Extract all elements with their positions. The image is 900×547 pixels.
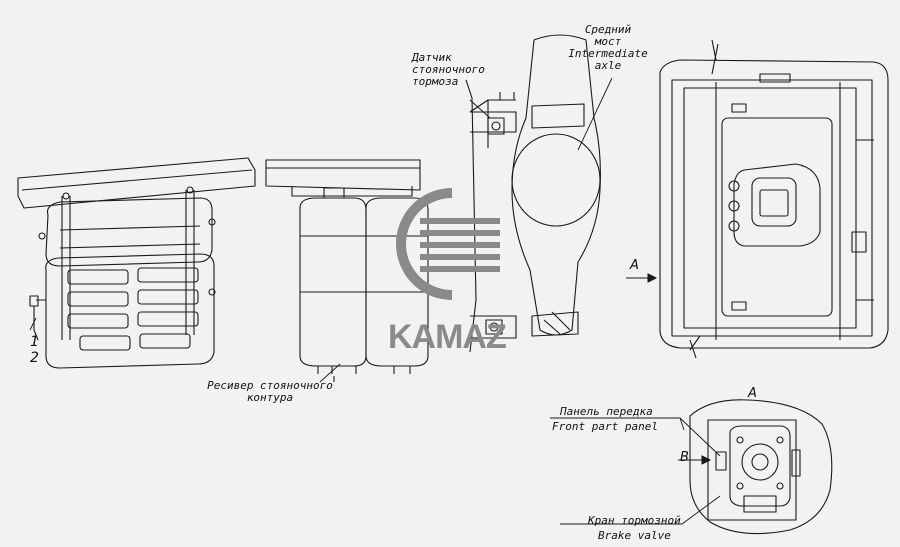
label-view-b-arrow: B — [680, 450, 689, 465]
label-front-panel-en: Front part panel — [552, 420, 658, 433]
label-parking-receiver: Ресивер стояночного контура — [207, 379, 333, 404]
label-view-a-arrow: A — [630, 258, 639, 273]
cab-top-view — [659, 39, 889, 359]
parking-receivers — [265, 159, 429, 382]
leader-lines — [29, 77, 721, 525]
label-intermediate-axle: Средний мост Intermediate axle — [568, 23, 648, 72]
label-front-panel-ru: Панель передка — [560, 405, 653, 418]
label-parking-brake-sensor: Датчик стояночного тормоза — [412, 51, 485, 88]
callout-1: 1 — [30, 334, 39, 350]
label-brake-valve-en: Brake valve — [598, 529, 671, 542]
intermediate-axle — [465, 34, 601, 353]
callout-2: 2 — [30, 350, 39, 366]
kamaz-logo-mark — [395, 188, 500, 300]
receiver-rack-side-view — [17, 157, 256, 369]
label-brake-valve-ru: Кран тормозной — [588, 514, 681, 527]
label-view-a-title: A — [748, 386, 757, 401]
kamaz-logo-wordmark: KAMAZ — [388, 318, 507, 356]
view-a-arrow — [626, 273, 657, 283]
view-a-detail — [678, 399, 833, 535]
